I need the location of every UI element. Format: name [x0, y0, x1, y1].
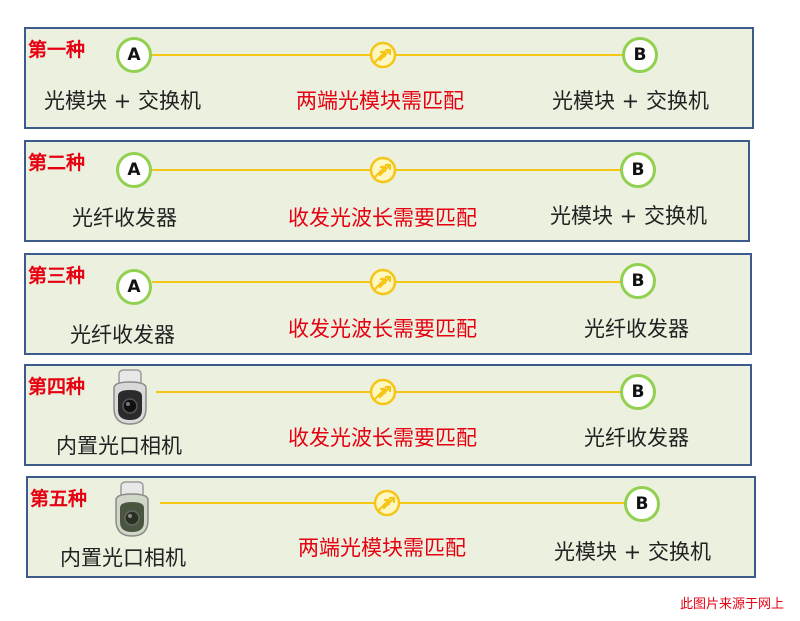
connection-panel-5: 第五种 B 内置光口相机 两端光模块需匹配 光模块 + 交换机 [26, 476, 756, 578]
left-device-label: 光纤收发器 [70, 323, 175, 347]
row-title: 第一种 [28, 39, 86, 61]
connection-panel-4: 第四种 B 内置光口相机 收发光波长需要匹配 光纤收发器 [24, 364, 752, 466]
left-device-label: 内置光口相机 [56, 434, 182, 458]
node-b: B [624, 486, 660, 522]
connection-panel-1: 第一种 A B 光模块 + 交换机 两端光模块需匹配 光模块 + 交换机 [24, 27, 754, 129]
node-b: B [620, 263, 656, 299]
node-b: B [620, 152, 656, 188]
row-title: 第四种 [28, 376, 86, 398]
node-b: B [620, 374, 656, 410]
fiber-link-icon [373, 489, 401, 517]
right-device-label: 光纤收发器 [584, 426, 689, 450]
left-device-label: 光纤收发器 [72, 206, 177, 230]
matching-note: 两端光模块需匹配 [298, 536, 466, 560]
fiber-link-icon [369, 41, 397, 69]
matching-note: 收发光波长需要匹配 [288, 317, 477, 341]
row-title: 第五种 [30, 488, 88, 510]
matching-note: 收发光波长需要匹配 [288, 206, 477, 230]
right-device-label: 光模块 + 交换机 [550, 204, 707, 228]
matching-note: 收发光波长需要匹配 [288, 426, 477, 450]
source-watermark: 此图片来源于网上 [679, 597, 784, 612]
node-a: A [116, 37, 152, 73]
row-title: 第二种 [28, 152, 86, 174]
right-device-label: 光模块 + 交换机 [552, 89, 709, 113]
connection-panel-2: 第二种 A B 光纤收发器 收发光波长需要匹配 光模块 + 交换机 [24, 140, 750, 242]
right-device-label: 光模块 + 交换机 [554, 540, 711, 564]
left-device-label: 光模块 + 交换机 [44, 89, 201, 113]
node-b: B [622, 37, 658, 73]
dome-camera-icon [115, 481, 149, 537]
connection-panel-3: 第三种 A B 光纤收发器 收发光波长需要匹配 光纤收发器 [24, 253, 752, 355]
fiber-link-icon [369, 268, 397, 296]
dome-camera-icon [113, 369, 147, 425]
fiber-link-icon [369, 378, 397, 406]
node-a: A [116, 269, 152, 305]
right-device-label: 光纤收发器 [584, 317, 689, 341]
row-title: 第三种 [28, 265, 86, 287]
fiber-link-icon [369, 156, 397, 184]
left-device-label: 内置光口相机 [60, 546, 186, 570]
matching-note: 两端光模块需匹配 [296, 89, 464, 113]
node-a: A [116, 152, 152, 188]
